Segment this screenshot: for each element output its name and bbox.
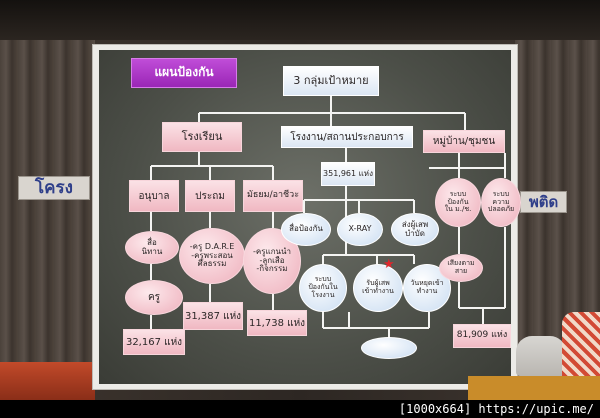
projector-screen: แผนป้องกัน 3 กลุ่มเป้าหมาย โรงเรียน โรงง… — [92, 44, 521, 390]
empty-bottom-node — [361, 337, 417, 359]
teacher-node: ครู — [125, 280, 183, 315]
dare-node: -ครู D.A.R.E -ครูพระสอน ศีลธรรม — [179, 228, 245, 284]
stage-floor — [0, 362, 95, 400]
refer-rehab-node: ส่งผู้เสพ บำบัด — [391, 213, 439, 246]
watermark: [1000x664] https://upic.me/ — [398, 402, 594, 416]
primary-node: ประถม — [185, 180, 235, 212]
factory-node: โรงงาน/สถานประกอบการ — [281, 126, 413, 148]
school-media-node: สื่อ นิทาน — [125, 231, 179, 264]
village-count: 81,909 แห่ง — [453, 324, 511, 348]
broadcast-node: เสียงตาม สาย — [439, 254, 483, 282]
ceiling — [0, 0, 600, 40]
desk — [468, 376, 600, 400]
left-curtain — [0, 0, 95, 400]
accept-workers-node: รับผู้เสพ เข้าทำงาน — [353, 264, 403, 312]
primary-count: 31,387 แห่ง — [183, 302, 243, 330]
school-node: โรงเรียน — [162, 122, 242, 152]
xray-node: X-RAY — [337, 213, 383, 246]
computer-monitor — [516, 336, 566, 376]
secondary-count: 11,738 แห่ง — [247, 310, 307, 336]
slide: แผนป้องกัน 3 กลุ่มเป้าหมาย โรงเรียน โรงง… — [99, 50, 521, 384]
factory-media-node: สื่อป้องกัน — [281, 213, 331, 246]
factory-count: 351,961 แห่ง — [321, 162, 375, 186]
target-groups-node: 3 กลุ่มเป้าหมาย — [283, 66, 379, 96]
kindergarten-node: อนุบาล — [129, 180, 179, 212]
kindergarten-count: 32,167 แห่ง — [123, 329, 185, 355]
person-shirt — [562, 312, 600, 387]
village-system-node: ระบบ ป้องกัน ใน ม./ช. — [435, 178, 481, 227]
factory-system-node: ระบบ ป้องกันใน โรงงาน — [299, 264, 347, 312]
secondary-node: มัธยม/อาชีวะ — [243, 180, 303, 212]
plan-label: แผนป้องกัน — [131, 58, 237, 88]
wall-sign-left: โครง — [18, 176, 90, 200]
wall-sign-right: พติด — [520, 191, 567, 213]
star-icon: ★ — [383, 257, 395, 272]
village-node: หมู่บ้าน/ชุมชน — [423, 130, 505, 153]
security-system-node: ระบบ ความ ปลอดภัย — [481, 178, 521, 227]
bottom-bar — [0, 400, 600, 418]
